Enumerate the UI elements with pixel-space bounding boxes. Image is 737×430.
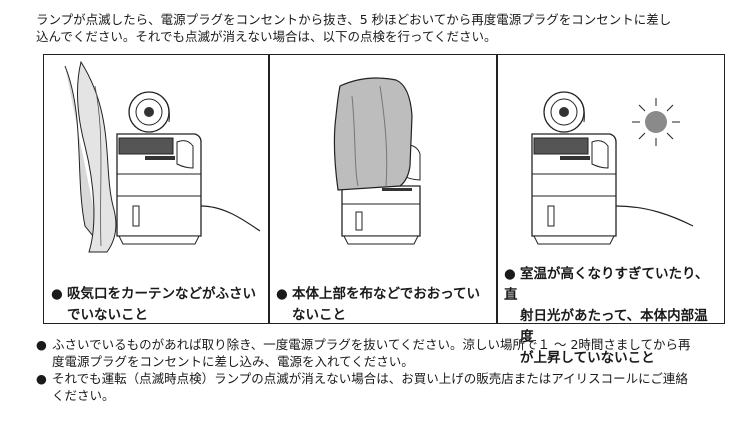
cloth-appliance-illustration <box>333 77 421 245</box>
illustration-frame <box>43 54 725 324</box>
intro-text: ランプが点滅したら、電源プラグをコンセントから抜き、5 秒ほどおいてから再度電源… <box>36 11 726 45</box>
note-item: ● それでも運転（点滅時点検）ランプの点滅が消えない場合は、お買い上げの販売店ま… <box>36 371 688 403</box>
panel-divider <box>496 54 498 324</box>
panel-divider <box>268 54 270 324</box>
caption-cloth: ●本体上部を布などでおおってい ないこと <box>276 286 481 323</box>
notes-list: ● ふさいでいるものがあれば取り除き、一度電源プラグを抜いてください。涼しい場所… <box>36 336 731 404</box>
intro-line-1: ランプが点滅したら、電源プラグをコンセントから抜き、5 秒ほどおいてから再度電源… <box>36 12 672 27</box>
panel-sunlight: ●室温が高くなりすぎていたり、直 射日光があたって、本体内部温度 が上昇していな… <box>498 56 724 366</box>
panel-curtain: ●吸気口をカーテンなどがふさい でいないこと <box>45 56 267 323</box>
curtain-appliance-illustration <box>64 60 261 253</box>
caption-sunlight: ●室温が高くなりすぎていたり、直 射日光があたって、本体内部温度 が上昇していな… <box>504 266 709 366</box>
intro-line-2: 込んでください。それでも点滅が消えない場合は、以下の点検を行ってください。 <box>36 29 497 44</box>
caption-curtain: ●吸気口をカーテンなどがふさい でいないこと <box>51 286 256 323</box>
note-item: ● ふさいでいるものがあれば取り除き、一度電源プラグを抜いてください。涼しい場所… <box>36 337 691 369</box>
sunlight-appliance-illustration <box>531 91 694 245</box>
panel-cloth: ●本体上部を布などでおおってい ないこと <box>270 56 495 323</box>
sun-icon <box>632 98 680 146</box>
